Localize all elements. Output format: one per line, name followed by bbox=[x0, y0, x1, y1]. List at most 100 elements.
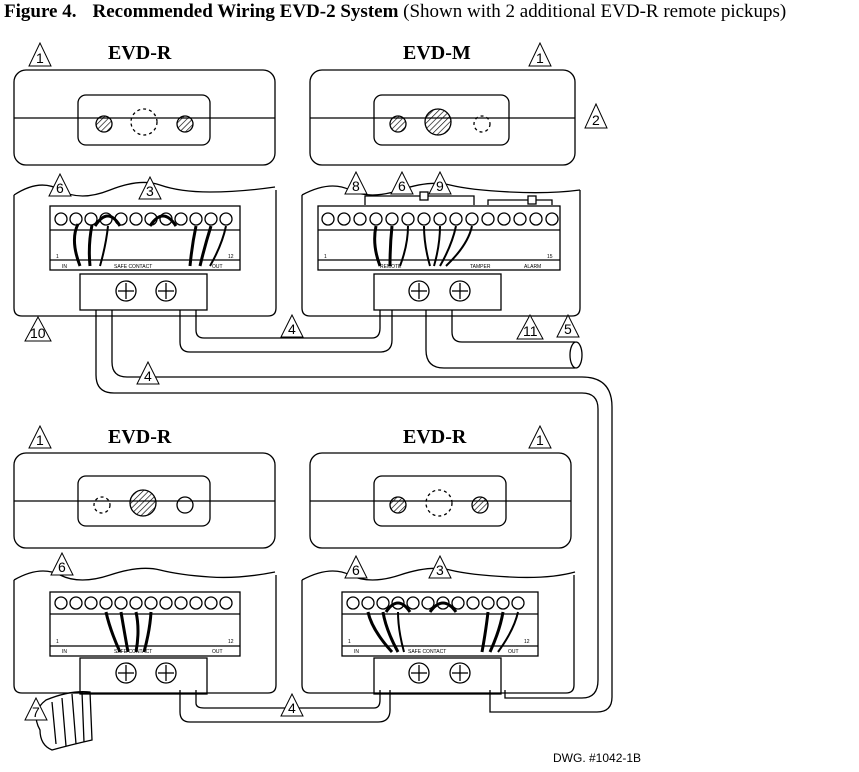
wire bbox=[366, 611, 394, 654]
out-label: OUT bbox=[508, 649, 519, 655]
sensor-knockout bbox=[473, 115, 491, 133]
figure-main-title: Recommended Wiring EVD-2 System bbox=[92, 1, 399, 22]
terminal-number: 1 bbox=[56, 254, 59, 260]
svg-text:6: 6 bbox=[352, 562, 360, 578]
svg-text:4: 4 bbox=[144, 368, 152, 384]
conduit-screw bbox=[408, 662, 430, 684]
callout-1: 1 bbox=[28, 424, 52, 449]
terminal-block bbox=[49, 205, 241, 271]
in-label: IN bbox=[62, 649, 67, 655]
terminal-screws bbox=[346, 596, 525, 610]
svg-text:5: 5 bbox=[564, 321, 572, 337]
mount-hole bbox=[176, 496, 194, 514]
terminal-number: 1 bbox=[348, 639, 351, 645]
conduit-screw bbox=[449, 280, 471, 302]
drawing-number: DWG. #1042-1B bbox=[553, 751, 641, 765]
terminal-number: 12 bbox=[228, 254, 234, 260]
figure-title: Figure 4. Recommended Wiring EVD-2 System… bbox=[4, 1, 786, 23]
unit-label: EVD-R bbox=[108, 42, 172, 64]
unit-evd-m-top-right: EVD-M 1 REMOTE TAMPER ALARM bbox=[301, 42, 581, 317]
terminal-block bbox=[49, 591, 241, 657]
svg-text:4: 4 bbox=[288, 700, 296, 716]
sensor-knockout bbox=[425, 489, 453, 517]
svg-text:3: 3 bbox=[436, 562, 444, 578]
mount-hole bbox=[471, 496, 489, 514]
conduit-plate bbox=[79, 273, 208, 311]
svg-text:11: 11 bbox=[523, 323, 538, 339]
conduit-screw bbox=[115, 662, 137, 684]
wire bbox=[373, 225, 382, 267]
conduit-plate bbox=[373, 273, 502, 311]
svg-text:9: 9 bbox=[436, 178, 444, 194]
unit-evd-r-bottom-left: EVD-R 1 IN SAFE CONTACT OUT 12 bbox=[13, 426, 277, 695]
mount-hole bbox=[389, 496, 407, 514]
callout-3: 3 bbox=[138, 175, 162, 200]
svg-text:1: 1 bbox=[36, 432, 44, 448]
safe-contact-label: SAFE CONTACT bbox=[114, 649, 152, 655]
svg-text:3: 3 bbox=[146, 183, 154, 199]
svg-text:1: 1 bbox=[536, 432, 544, 448]
tamper-label: TAMPER bbox=[470, 264, 491, 270]
safe-contact-label: SAFE CONTACT bbox=[408, 649, 446, 655]
callout-6: 6 bbox=[390, 170, 414, 195]
unit-evd-r-bottom-right: EVD-R 1 IN SAFE CONTACT OUT 12 bbox=[301, 426, 576, 695]
terminal-screws bbox=[54, 596, 233, 610]
sensor-window bbox=[373, 475, 507, 527]
sensor-knockout bbox=[130, 108, 158, 136]
cable bbox=[179, 310, 393, 353]
out-label: OUT bbox=[212, 264, 223, 270]
callout-10: 10 bbox=[24, 315, 52, 342]
terminal-number: 1 bbox=[324, 254, 327, 260]
sensor-window bbox=[373, 94, 510, 146]
callout-6: 6 bbox=[344, 554, 368, 579]
svg-text:10: 10 bbox=[30, 325, 46, 341]
conduit-screw bbox=[155, 662, 177, 684]
mount-hole bbox=[389, 115, 407, 133]
terminal-block bbox=[341, 591, 539, 657]
svg-text:1: 1 bbox=[536, 50, 544, 66]
wire bbox=[73, 223, 82, 267]
unit-evd-r-top-left: EVD-R 1 IN SAFE CONTACT OUT 12 bbox=[13, 42, 277, 317]
interconnect-cables bbox=[35, 310, 613, 751]
callout-5: 5 bbox=[556, 313, 580, 338]
cable bbox=[425, 310, 575, 369]
out-label: OUT bbox=[212, 649, 223, 655]
callout-1: 1 bbox=[528, 424, 552, 449]
terminal-number: 15 bbox=[547, 254, 553, 260]
callout-4: 4 bbox=[280, 313, 304, 338]
svg-text:6: 6 bbox=[56, 180, 64, 196]
figure-subtitle: (Shown with 2 additional EVD-R remote pi… bbox=[403, 1, 787, 22]
callout-3: 3 bbox=[428, 554, 452, 579]
sensor-lens bbox=[424, 108, 452, 136]
terminal-number: 12 bbox=[228, 639, 234, 645]
sensor-knockout bbox=[93, 496, 111, 514]
conduit-screw bbox=[449, 662, 471, 684]
terminal-number: 12 bbox=[524, 639, 530, 645]
terminal-screws bbox=[54, 212, 233, 226]
callout-6: 6 bbox=[50, 551, 74, 576]
unit-label: EVD-M bbox=[403, 42, 471, 64]
figure-number: Figure 4. bbox=[4, 1, 77, 22]
in-label: IN bbox=[354, 649, 359, 655]
terminal-number: 1 bbox=[56, 639, 59, 645]
conduit-plate bbox=[373, 657, 502, 695]
svg-text:4: 4 bbox=[288, 321, 296, 337]
conduit-screw bbox=[155, 280, 177, 302]
wire bbox=[104, 611, 122, 653]
callout-6: 6 bbox=[48, 172, 72, 197]
cable bbox=[179, 690, 391, 723]
sensor-lens bbox=[129, 489, 157, 517]
callout-11: 11 bbox=[516, 313, 544, 340]
mount-hole bbox=[95, 115, 113, 133]
svg-text:6: 6 bbox=[58, 559, 66, 575]
svg-text:8: 8 bbox=[352, 178, 360, 194]
svg-text:1: 1 bbox=[36, 50, 44, 66]
callout-4: 4 bbox=[136, 360, 160, 385]
conduit-screw bbox=[408, 280, 430, 302]
conduit-screw bbox=[115, 280, 137, 302]
callout-1: 1 bbox=[528, 41, 552, 67]
alarm-label: ALARM bbox=[524, 264, 541, 270]
svg-text:6: 6 bbox=[398, 178, 406, 194]
callouts: 1 1 2 6 3 8 6 9 10 4 11 5 4 1 1 6 6 3 7 … bbox=[24, 41, 608, 721]
